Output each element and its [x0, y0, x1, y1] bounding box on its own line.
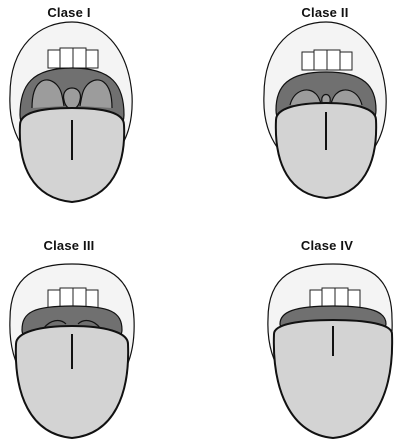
mouth-illustration: [0, 224, 198, 447]
panel-clase-2: Clase II: [198, 0, 396, 223]
mouth-illustration: [198, 224, 396, 447]
upper-teeth: [310, 288, 360, 308]
panel-clase-1: Clase I: [0, 0, 198, 223]
mouth-illustration: [0, 0, 198, 223]
upper-teeth: [302, 50, 352, 70]
upper-teeth: [48, 288, 98, 308]
panel-clase-4: Clase IV: [198, 224, 396, 447]
mouth-illustration: [198, 0, 396, 223]
upper-teeth: [48, 48, 98, 68]
panel-clase-3: Clase III: [0, 224, 198, 447]
